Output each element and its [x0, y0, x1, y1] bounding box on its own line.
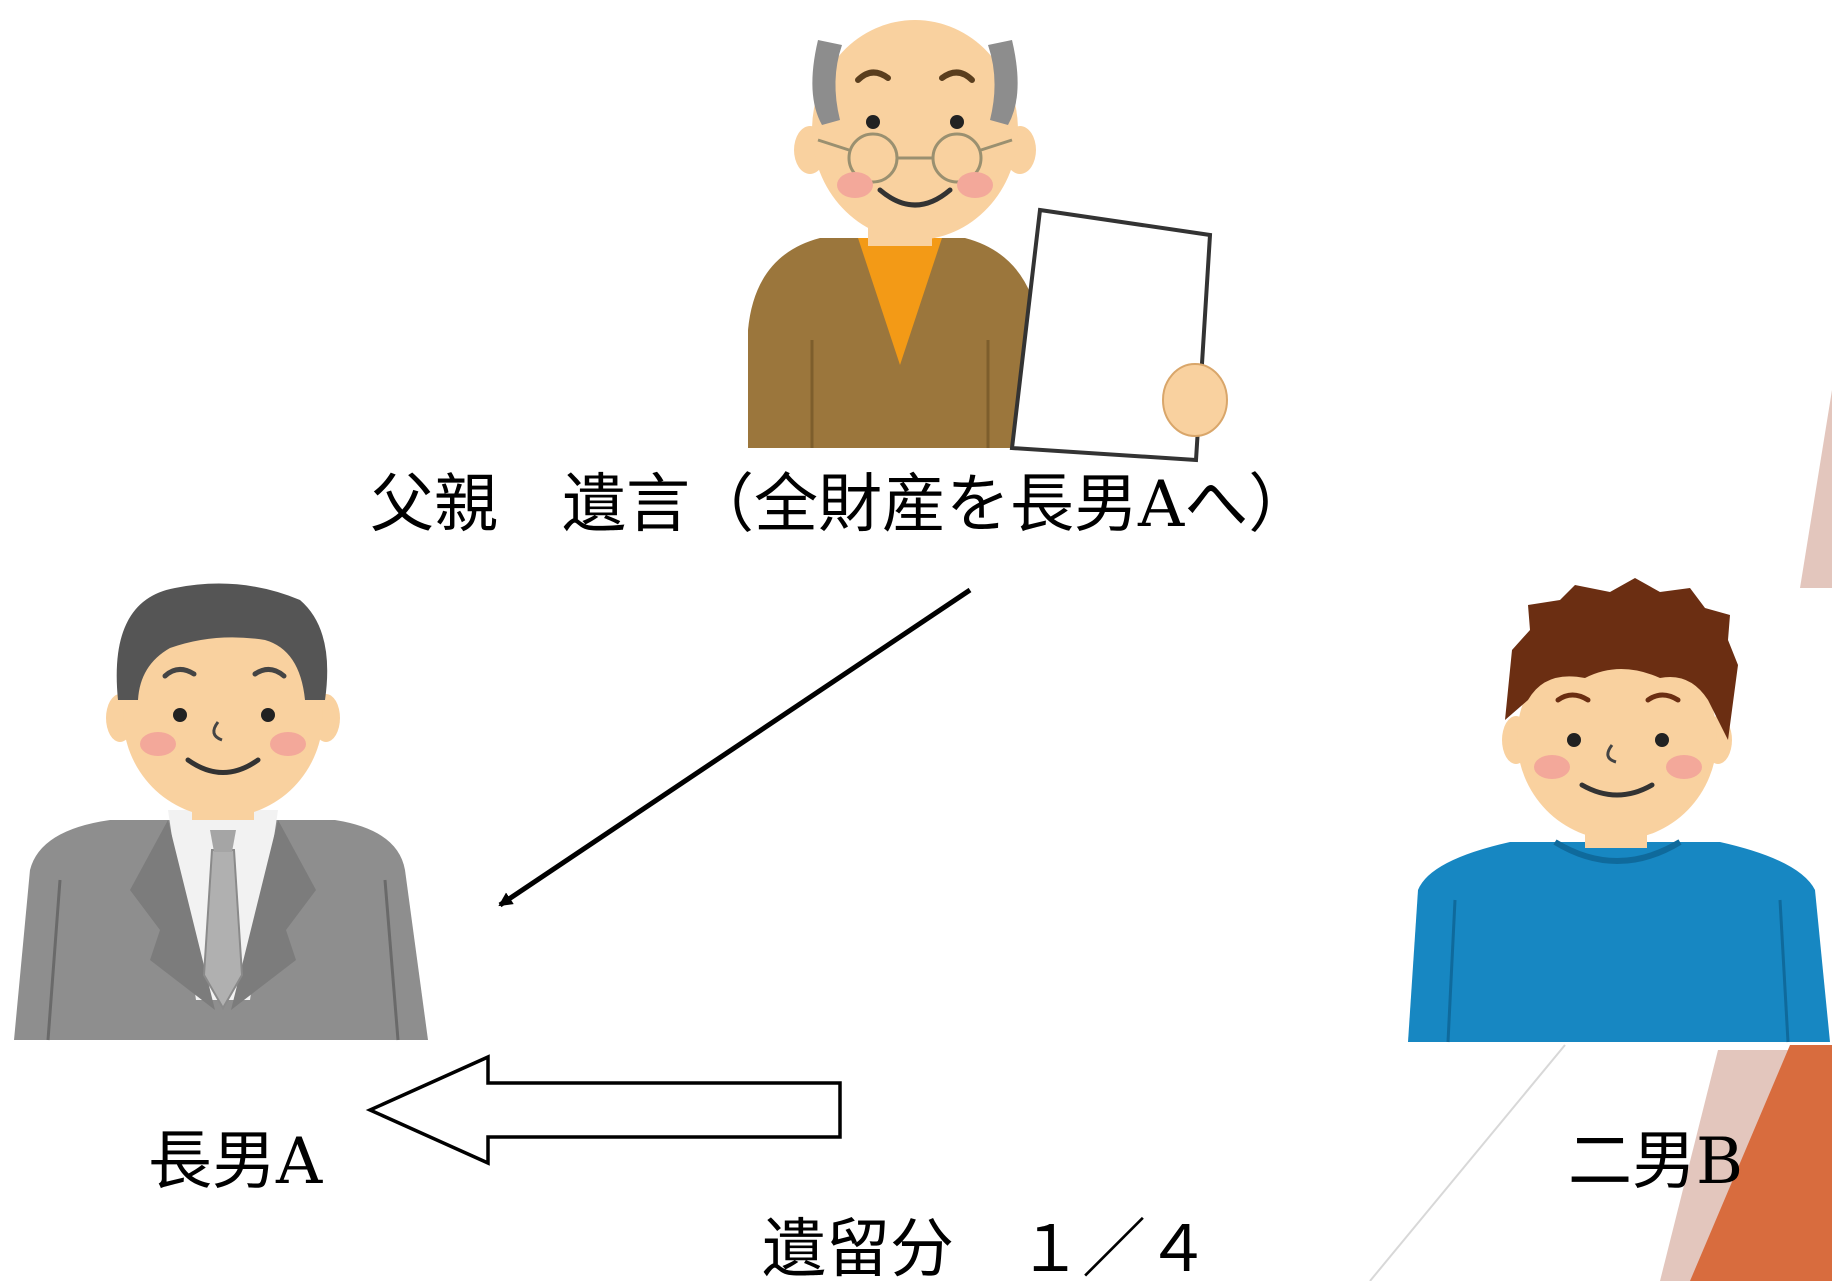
father-will-caption: 父親 遺言（全財産を長男Aへ） [370, 468, 1313, 542]
son-b-label: 二男B [1568, 1125, 1744, 1199]
theme-triangle-top-right [1800, 390, 1832, 588]
son-a-label: 長男A [148, 1125, 323, 1199]
slide-theme-decoration [1369, 390, 1832, 1281]
bequest-arrow [498, 587, 972, 908]
theme-triangle-orange [1690, 1045, 1832, 1281]
forced-share-label: 遺留分 １／４ [762, 1213, 1210, 1281]
elderly-man-with-document-icon [748, 20, 1228, 463]
forced-share-block-arrow [365, 1054, 842, 1166]
theme-thin-line [1369, 1044, 1566, 1281]
businessman-icon [14, 583, 428, 1041]
young-man-icon [1408, 578, 1830, 1043]
